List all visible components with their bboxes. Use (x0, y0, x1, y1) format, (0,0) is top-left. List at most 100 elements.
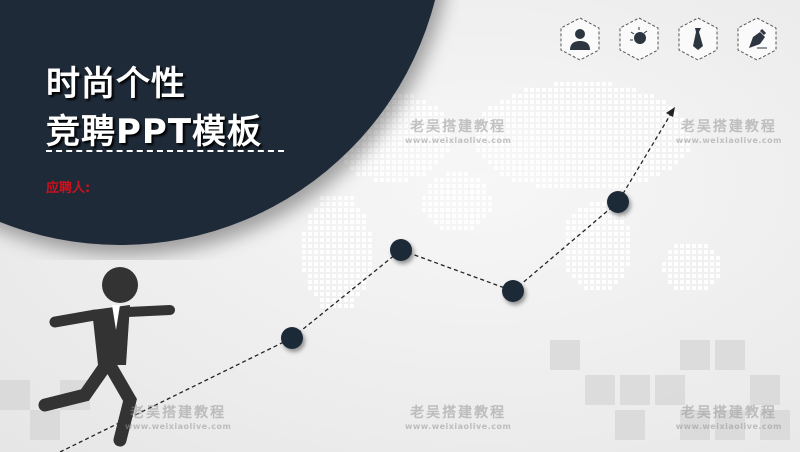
map-dot (524, 106, 528, 110)
map-dot (386, 130, 390, 134)
map-dot (662, 130, 666, 134)
map-dot (548, 118, 552, 122)
map-dot (584, 274, 588, 278)
map-dot (572, 130, 576, 134)
map-dot (482, 196, 486, 200)
map-dot (392, 130, 396, 134)
map-dot (368, 136, 372, 140)
map-dot (596, 232, 600, 236)
map-dot (386, 160, 390, 164)
map-dot (668, 256, 672, 260)
map-dot (614, 274, 618, 278)
map-dot (566, 130, 570, 134)
map-dot (536, 166, 540, 170)
map-dot (404, 118, 408, 122)
map-dot (602, 232, 606, 236)
map-dot (584, 232, 588, 236)
map-dot (524, 124, 528, 128)
map-dot (374, 130, 378, 134)
map-dot (578, 94, 582, 98)
map-dot (476, 130, 480, 134)
map-dot (572, 244, 576, 248)
map-dot (374, 166, 378, 170)
map-dot (380, 130, 384, 134)
map-dot (464, 220, 468, 224)
map-dot (356, 214, 360, 218)
map-dot (632, 172, 636, 176)
map-dot (602, 100, 606, 104)
map-dot (434, 184, 438, 188)
map-dot (614, 238, 618, 242)
map-dot (632, 88, 636, 92)
map-dot (458, 220, 462, 224)
map-dot (410, 154, 414, 158)
map-dot (656, 112, 660, 116)
map-dot (380, 178, 384, 182)
map-dot (398, 118, 402, 122)
map-dot (476, 196, 480, 200)
map-dot (656, 100, 660, 104)
map-dot (566, 94, 570, 98)
map-dot (548, 136, 552, 140)
map-dot (680, 250, 684, 254)
map-dot (398, 178, 402, 182)
map-dot (668, 274, 672, 278)
map-dot (590, 238, 594, 242)
map-dot (554, 88, 558, 92)
map-dot (524, 142, 528, 146)
map-dot (332, 250, 336, 254)
map-dot (404, 166, 408, 170)
map-dot (434, 118, 438, 122)
map-dot (422, 172, 426, 176)
map-dot (302, 232, 306, 236)
map-dot (392, 178, 396, 182)
map-dot (566, 106, 570, 110)
map-dot (506, 130, 510, 134)
map-dot (530, 136, 534, 140)
map-dot (566, 226, 570, 230)
map-dot (638, 118, 642, 122)
map-dot (638, 106, 642, 110)
map-dot (662, 148, 666, 152)
map-dot (398, 166, 402, 170)
map-dot (578, 160, 582, 164)
map-dot (596, 106, 600, 110)
map-dot (668, 268, 672, 272)
map-dot (560, 112, 564, 116)
map-dot (530, 154, 534, 158)
map-dot (626, 94, 630, 98)
map-dot (644, 148, 648, 152)
map-dot (350, 298, 354, 302)
map-dot (584, 160, 588, 164)
map-dot (548, 142, 552, 146)
map-dot (314, 274, 318, 278)
map-dot (320, 280, 324, 284)
map-dot (596, 280, 600, 284)
map-dot (482, 214, 486, 218)
map-dot (410, 124, 414, 128)
map-dot (440, 226, 444, 230)
map-dot (596, 118, 600, 122)
map-dot (410, 94, 414, 98)
map-dot (626, 160, 630, 164)
map-dot (626, 148, 630, 152)
map-dot (572, 148, 576, 152)
map-dot (620, 154, 624, 158)
map-dot (614, 262, 618, 266)
map-dot (470, 196, 474, 200)
map-dot (446, 172, 450, 176)
map-dot (338, 196, 342, 200)
map-dot (488, 136, 492, 140)
map-dot (578, 208, 582, 212)
map-dot (350, 226, 354, 230)
map-dot (608, 130, 612, 134)
map-dot (578, 220, 582, 224)
map-dot (530, 88, 534, 92)
map-dot (590, 94, 594, 98)
map-dot (566, 232, 570, 236)
map-dot (356, 238, 360, 242)
map-dot (698, 250, 702, 254)
map-dot (674, 118, 678, 122)
